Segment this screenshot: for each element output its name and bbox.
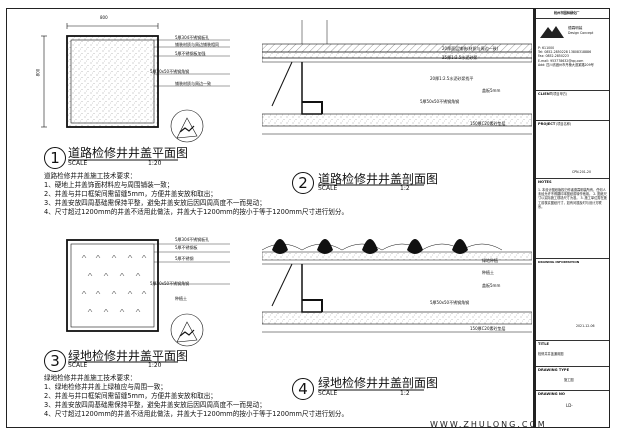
drawing-number-4: 4 bbox=[292, 378, 314, 400]
tb-logo-name: 德霖明装 bbox=[568, 26, 583, 30]
tb-title-label: TITLE bbox=[538, 342, 549, 346]
tb-project-label: PROJECT bbox=[538, 122, 556, 126]
drawing-scale-value-3: 1:20 bbox=[148, 362, 162, 369]
mountain-logo-icon bbox=[540, 26, 564, 38]
tb-notes-label: NOTES bbox=[538, 180, 552, 184]
plan2-callout-4: 5厚不锈钢 bbox=[175, 256, 194, 261]
road-manhole-section-drawing bbox=[262, 20, 532, 135]
plan2-callout-5: 种植土 bbox=[175, 296, 187, 301]
plan1-callout-4: 5厚50x50不锈钢角钢 bbox=[150, 69, 190, 74]
section2-callout-4: 5厚50x50不锈钢角钢 bbox=[430, 300, 470, 305]
tb-project-no: CPN-201-20 bbox=[572, 170, 591, 174]
section2-callout-1: 绿地种植 bbox=[482, 258, 498, 263]
green-note-3: 3、井盖安放四周基础需保持平整，避免井盖安放后因四周高度不一而晃动； bbox=[44, 401, 266, 409]
road-note-4: 4、尺寸超过1200mm的井盖不适用此做法，井盖大于1200mm的按小于等于12… bbox=[44, 208, 349, 216]
drawing-scale-value-2: 1:2 bbox=[400, 185, 410, 192]
drawing-scale-value-4: 1:2 bbox=[400, 390, 410, 397]
tb-client-value: (项目甲方) bbox=[552, 92, 568, 96]
drawing-scale-label-3: SCALE bbox=[68, 362, 88, 369]
plan1-dim-left: 800 bbox=[35, 68, 41, 77]
tb-drawing-info-label: DRAWING INFORMATION bbox=[538, 260, 580, 264]
green-manhole-section-drawing bbox=[262, 239, 532, 333]
tb-date: 2021-12-06 bbox=[576, 324, 595, 328]
tb-company: 杭州市园林绿化厂 bbox=[554, 11, 580, 15]
title-underline-1 bbox=[68, 159, 178, 161]
section1-callout-6: 150厚C20素砼垫层 bbox=[470, 121, 506, 126]
tb-company-row: 杭州市园林绿化厂 bbox=[536, 9, 609, 19]
road-manhole-plan-drawing bbox=[41, 23, 230, 143]
tb-title-row: TITLE 检修井井盖通用图 bbox=[536, 340, 609, 367]
green-note-2: 2、井盖与井口框架间需留缝5mm，方便井盖安放和取出； bbox=[44, 392, 217, 400]
watermark-text: WWW.ZHULONG.COM bbox=[430, 420, 547, 429]
title-block: 杭州市园林绿化厂 德霖明装 Design Concept P: 611000 T… bbox=[534, 8, 610, 428]
road-notes-heading: 道路检修井井盖施工技术要求： bbox=[44, 172, 137, 180]
road-note-1: 1、硬地上井盖饰面材料应与周围铺装一致； bbox=[44, 181, 174, 189]
title-underline-4 bbox=[318, 389, 424, 391]
tb-drawing-type-label: DRAWING TYPE bbox=[538, 368, 570, 372]
tb-drawing-no-value: LD- bbox=[566, 403, 573, 408]
section1-callout-1: 20厚面层铺装(材质与周边一致) bbox=[442, 46, 499, 51]
plan1-callout-3: 5厚不锈钢板加强 bbox=[175, 51, 206, 56]
tb-contact: P: 611000 Tel: 0852-2850228 13808318886 … bbox=[538, 46, 594, 67]
plan2-callout-2: 5厚不锈钢板 bbox=[175, 245, 198, 250]
grass-symbols bbox=[81, 254, 147, 313]
tb-drawing-info-row: DRAWING INFORMATION 2021-12-06 bbox=[536, 258, 609, 341]
plan1-callout-1: 5厚304不锈钢板孔 bbox=[175, 35, 210, 40]
section1-callout-2: 25厚1:2.5水泥砂浆 bbox=[442, 55, 478, 60]
section2-callout-3: 盖板5mm bbox=[482, 283, 501, 288]
section2-callout-2: 种植土 bbox=[482, 270, 494, 275]
green-note-4: 4、尺寸超过1200mm的井盖不适用此做法，井盖大于1200mm的按小于等于12… bbox=[44, 410, 349, 418]
drawing-title-3: 绿地检修井井盖平面图 bbox=[68, 349, 189, 363]
section1-callout-5: 5厚50x50不锈钢角钢 bbox=[420, 99, 460, 104]
drawing-scale-label-4: SCALE bbox=[318, 390, 338, 397]
green-notes-heading: 绿地检修井井盖施工技术要求： bbox=[44, 374, 137, 382]
plan2-callout-3: 5厚50x50不锈钢角钢 bbox=[150, 281, 190, 286]
drawing-title-1: 道路检修井井盖平面图 bbox=[68, 146, 189, 160]
tb-logo-sub: Design Concept bbox=[568, 31, 594, 35]
plan2-callout-1: 5厚304不锈钢板孔 bbox=[175, 237, 210, 242]
green-manhole-plan-drawing bbox=[66, 239, 230, 347]
tb-project-row: PROJECT (项目名称) CPN-201-20 bbox=[536, 120, 609, 179]
plant-symbols bbox=[272, 239, 468, 254]
tb-client-label: CLIENT bbox=[538, 92, 553, 96]
tb-notes-row: NOTES 1. 本设计图纸版权归作者德霖明装所有，任何人未经允许不得翻印本图纸… bbox=[536, 178, 609, 259]
tb-drawing-no-label: DRAWING NO bbox=[538, 392, 565, 396]
tb-client-row: CLIENT (项目甲方) bbox=[536, 90, 609, 121]
plan1-dim-top: 800 bbox=[100, 15, 108, 20]
tb-drawing-type-value: 施工图 bbox=[564, 378, 574, 382]
drawing-number-3: 3 bbox=[44, 350, 66, 372]
section1-callout-4: 盖板5mm bbox=[482, 88, 501, 93]
drawing-scale-label-1: SCALE bbox=[68, 160, 88, 167]
drawing-number-2: 2 bbox=[292, 172, 314, 194]
section1-callout-3: 20厚1:2.5水泥砂浆找平 bbox=[430, 76, 474, 81]
drawing-title-4: 绿地检修井井盖剖面图 bbox=[318, 376, 439, 390]
tb-notes-text: 1. 本设计图纸版权归作者德霖明装所有，任何人未经允许不得翻印本图纸或转作他用。… bbox=[538, 188, 607, 209]
title-underline-2 bbox=[318, 184, 424, 186]
drawing-number-1: 1 bbox=[44, 147, 66, 169]
road-note-3: 3、井盖安放四周基础需保持平整，避免井盖安放后因四周高度不一而晃动； bbox=[44, 199, 266, 207]
section2-callout-5: 150厚C20素砼垫层 bbox=[470, 326, 506, 331]
tb-logo-row: 德霖明装 Design Concept P: 611000 Tel: 0852-… bbox=[536, 18, 609, 91]
green-technical-notes: 绿地检修井井盖施工技术要求： 1、绿地检修井井盖上绿植应与周围一致； 2、井盖与… bbox=[44, 374, 348, 419]
road-technical-notes: 道路检修井井盖施工技术要求： 1、硬地上井盖饰面材料应与周围铺装一致； 2、井盖… bbox=[44, 172, 348, 217]
title-underline-3 bbox=[68, 361, 178, 363]
tb-drawing-no-row: DRAWING NO LD- bbox=[536, 390, 609, 428]
tb-project-value: (项目名称) bbox=[556, 122, 572, 126]
drawing-title-2: 道路检修井井盖剖面图 bbox=[318, 172, 439, 186]
drawing-scale-label-2: SCALE bbox=[318, 185, 338, 192]
drawing-scale-value-1: 1:20 bbox=[148, 160, 162, 167]
green-note-1: 1、绿地检修井井盖上绿植应与周围一致； bbox=[44, 383, 167, 391]
tb-title-value: 检修井井盖通用图 bbox=[538, 352, 564, 356]
tb-drawing-type-row: DRAWING TYPE 施工图 bbox=[536, 366, 609, 391]
plan1-callout-2: 铺装材质与周边铺装相同 bbox=[175, 42, 219, 47]
drawing-sheet bbox=[6, 8, 534, 428]
road-note-2: 2、井盖与井口框架间需留缝5mm，方便井盖安放和取出； bbox=[44, 190, 217, 198]
plan1-callout-5: 铺装材质与周边一致 bbox=[175, 81, 211, 86]
